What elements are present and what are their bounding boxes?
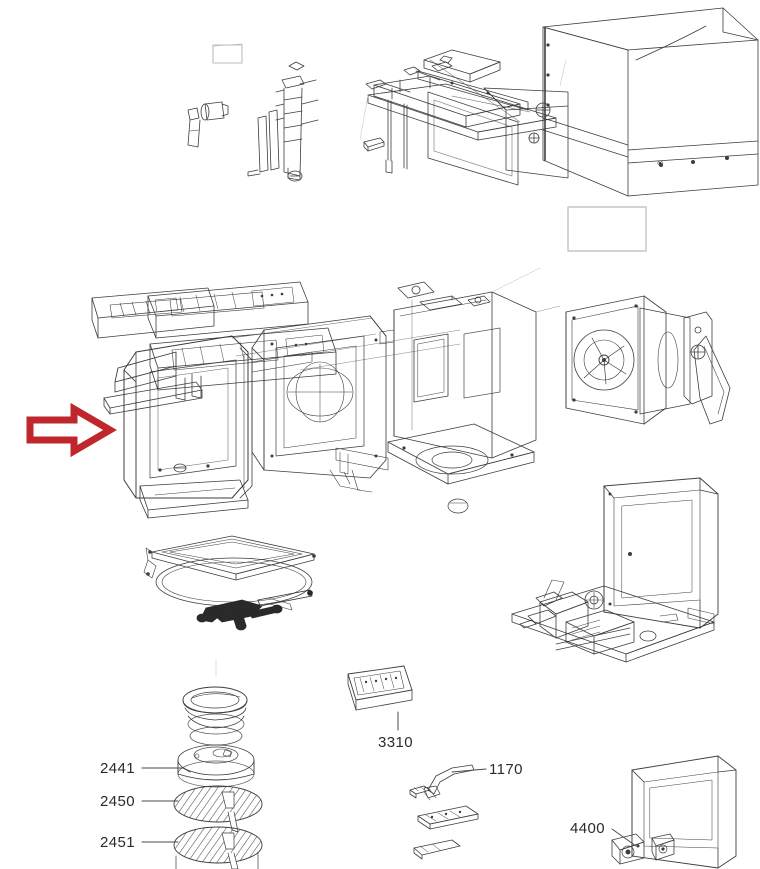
inner-control-board xyxy=(149,327,337,391)
base-chassis-electrics xyxy=(511,477,719,663)
door-cavity-rails xyxy=(231,317,461,373)
leader-2441 xyxy=(141,767,191,773)
grill-tray-frame xyxy=(143,535,316,611)
outer-cabinet-box xyxy=(542,7,759,197)
red-highlight-arrow xyxy=(26,402,117,458)
callout-label-2450: 2450 xyxy=(100,793,135,810)
control-panel-board xyxy=(347,665,413,711)
small-parts-cluster xyxy=(187,43,243,148)
tripod-support xyxy=(196,589,313,631)
control-panel-strip xyxy=(91,281,309,339)
circuit-boards xyxy=(409,785,479,860)
chassis-base-frame xyxy=(363,49,557,174)
fan-blower-housing xyxy=(565,295,731,425)
callout-label-4400: 4400 xyxy=(570,820,605,837)
callout-label-2441: 2441 xyxy=(100,760,135,777)
door-frame-lower xyxy=(611,755,737,869)
blank-panel-rectangle xyxy=(567,206,647,252)
door-frame-gasket xyxy=(251,315,387,491)
callout-label-3310: 3310 xyxy=(378,734,413,751)
callout-label-1170: 1170 xyxy=(489,761,523,778)
side-panel-pair xyxy=(427,59,569,186)
callout-leaders xyxy=(141,711,637,847)
construction-lines xyxy=(215,59,567,677)
callout-label-2451: 2451 xyxy=(100,834,135,851)
leader-1170 xyxy=(451,768,487,773)
gas-valve-manifold xyxy=(247,61,319,182)
inner-door-panel-assembly xyxy=(103,335,253,519)
oven-cavity xyxy=(335,281,561,514)
leader-4400 xyxy=(611,828,637,847)
burner-stack xyxy=(173,686,263,869)
